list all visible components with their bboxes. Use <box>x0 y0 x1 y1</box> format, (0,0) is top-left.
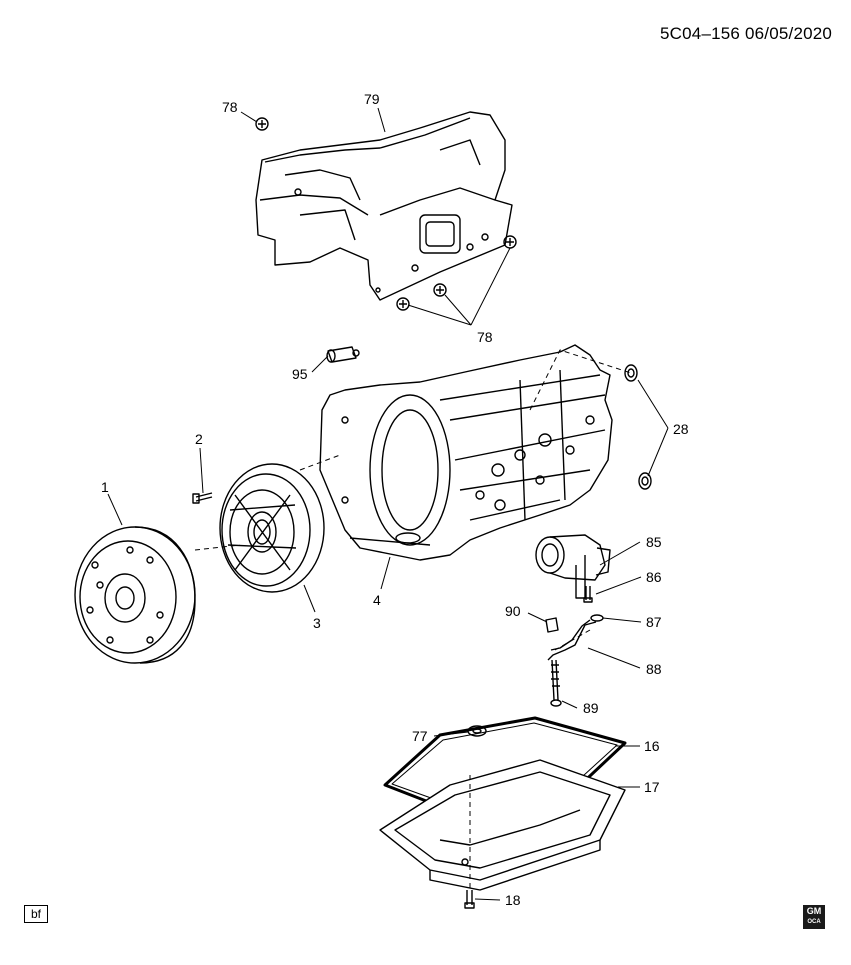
callout-86: 86 <box>646 569 662 585</box>
actuator-85 <box>535 534 611 599</box>
callout-88: 88 <box>646 661 662 677</box>
seal-87 <box>590 614 604 622</box>
bracket-90 <box>545 617 559 633</box>
callout-89: 89 <box>583 700 599 716</box>
grommet-78-a <box>255 117 269 131</box>
callout-85: 85 <box>646 534 662 550</box>
callout-87: 87 <box>646 614 662 630</box>
callout-90: 90 <box>505 603 521 619</box>
torque-converter-1 <box>74 526 196 664</box>
grommet-78-d <box>396 297 410 311</box>
gm-logo-subtext: OCA <box>807 919 821 925</box>
grommet-78-c <box>433 283 447 297</box>
callout-16: 16 <box>644 738 660 754</box>
callout-2: 2 <box>195 431 203 447</box>
pump-3 <box>219 463 325 593</box>
bolt-86 <box>583 586 593 603</box>
bolt-18 <box>464 890 475 909</box>
callout-4: 4 <box>373 592 381 608</box>
plug-28-lower <box>638 472 652 490</box>
transmission-4 <box>319 344 613 561</box>
callout-95: 95 <box>292 366 308 382</box>
callout-78: 78 <box>222 99 238 115</box>
callout-17: 17 <box>644 779 660 795</box>
callout-79: 79 <box>364 91 380 107</box>
vent-hose-95 <box>326 346 360 363</box>
gm-logo: GM OCA <box>803 905 825 929</box>
bf-label: bf <box>24 905 48 923</box>
bolt-2 <box>192 492 213 504</box>
callout-18: 18 <box>505 892 521 908</box>
oil-pan-17 <box>379 759 626 891</box>
callouts: 78 79 78 95 28 2 1 3 4 85 86 90 87 88 89… <box>101 91 689 908</box>
leader-lines <box>107 107 669 901</box>
diagram-code: 5C04–156 06/05/2020 <box>660 24 833 43</box>
plug-28-upper <box>624 364 638 382</box>
assembly-lines <box>194 349 632 890</box>
callout-77: 77 <box>412 728 428 744</box>
callout-28: 28 <box>673 421 689 437</box>
callout-3: 3 <box>313 615 321 631</box>
heat-shield-79 <box>255 111 513 301</box>
gm-logo-text: GM <box>806 906 822 916</box>
bolt-89 <box>550 659 562 707</box>
callout-1: 1 <box>101 479 109 495</box>
callout-78: 78 <box>477 329 493 345</box>
